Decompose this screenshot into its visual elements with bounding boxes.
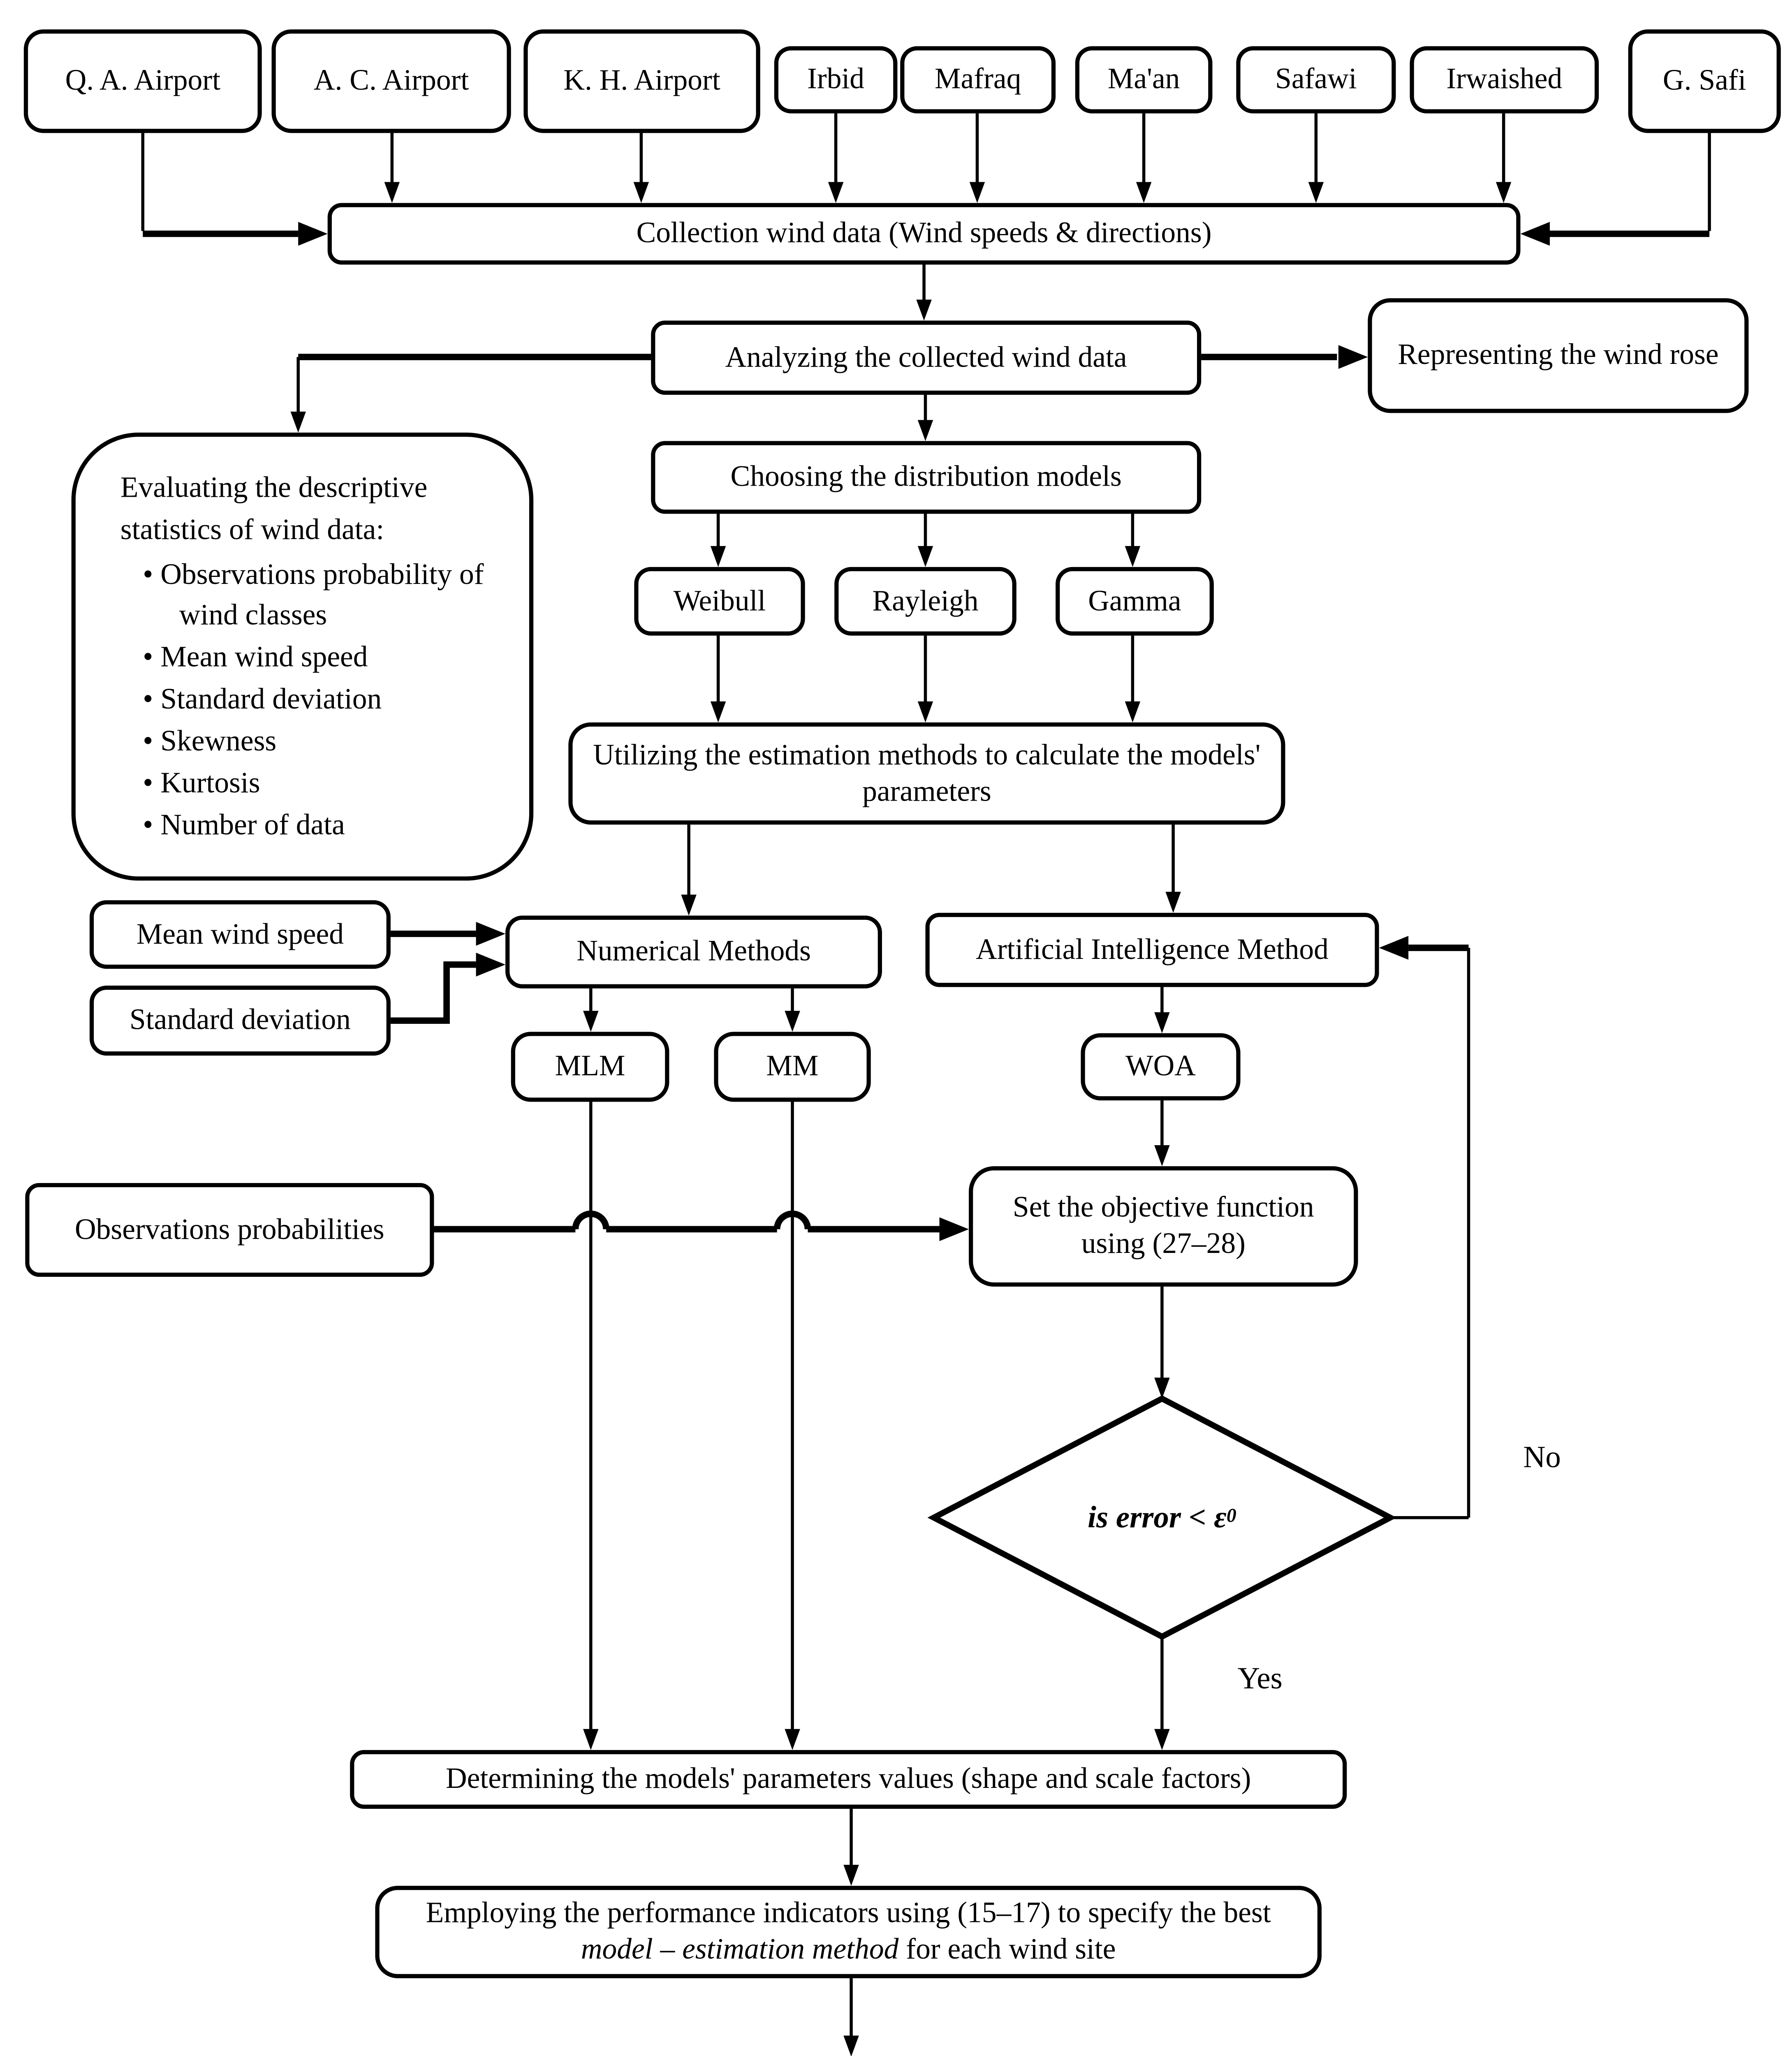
node-maan: Ma'an xyxy=(1075,46,1213,113)
descriptive-item: Kurtosis xyxy=(118,762,504,804)
node-wind-rose: Representing the wind rose xyxy=(1368,298,1749,413)
branch-yes-label: Yes xyxy=(1237,1660,1283,1696)
thick-connectors xyxy=(143,230,1710,1233)
arrow-heads xyxy=(290,182,1550,2056)
node-label: Artificial Intelligence Method xyxy=(976,932,1329,966)
node-mm: MM xyxy=(714,1032,871,1102)
descriptive-title: Evaluating the descriptive statistics of… xyxy=(120,470,428,546)
node-irwaished: Irwaished xyxy=(1410,46,1599,113)
thin-connectors xyxy=(141,113,1711,2037)
node-mean-wind-speed: Mean wind speed xyxy=(89,900,391,969)
node-label: WOA xyxy=(1125,1049,1196,1083)
descriptive-item: Standard deviation xyxy=(118,679,504,721)
node-analyzing: Analyzing the collected wind data xyxy=(651,320,1202,395)
node-rayleigh: Rayleigh xyxy=(834,567,1016,636)
node-label: Collection wind data (Wind speeds & dire… xyxy=(636,215,1212,250)
node-label: MLM xyxy=(555,1049,625,1083)
descriptive-item: Skewness xyxy=(118,721,504,763)
node-mlm: MLM xyxy=(511,1032,669,1102)
descriptive-item: Number of data xyxy=(118,804,504,846)
node-label: Utilizing the estimation methods to calc… xyxy=(593,737,1261,807)
node-label: Numerical Methods xyxy=(576,934,811,968)
node-label: Analyzing the collected wind data xyxy=(725,340,1127,373)
node-qa-airport: Q. A. Airport xyxy=(23,29,262,133)
node-label: Observations probabilities xyxy=(75,1212,384,1246)
node-label: Weibull xyxy=(673,583,766,617)
employing-prefix: Employing the performance indicators usi… xyxy=(426,1896,1271,1930)
node-mafraq: Mafraq xyxy=(900,46,1056,113)
decision-diamond xyxy=(927,1395,1397,1640)
node-label: Set the objective function using (27–28) xyxy=(1012,1190,1314,1260)
node-label: Irwaished xyxy=(1446,62,1563,96)
node-irbid: Irbid xyxy=(774,46,898,113)
node-choosing-models: Choosing the distribution models xyxy=(651,441,1202,514)
node-ac-airport: A. C. Airport xyxy=(271,29,511,133)
node-label: Mafraq xyxy=(934,62,1021,96)
node-label: Mean wind speed xyxy=(136,917,344,950)
node-employing-indicators: Employing the performance indicators usi… xyxy=(375,1886,1322,1978)
node-gsafi: G. Safi xyxy=(1628,29,1781,133)
employing-suffix: for each wind site xyxy=(898,1932,1116,1966)
node-standard-deviation: Standard deviation xyxy=(89,985,391,1056)
node-label: Standard deviation xyxy=(129,1003,351,1037)
node-set-objective: Set the objective function using (27–28) xyxy=(969,1166,1358,1287)
node-label: MM xyxy=(766,1049,819,1083)
node-collection-wind-data: Collection wind data (Wind speeds & dire… xyxy=(327,203,1521,265)
descriptive-list: Observations probability of wind classes… xyxy=(118,554,504,846)
decision-text: is error < ε xyxy=(1088,1499,1227,1535)
node-label: Q. A. Airport xyxy=(65,63,220,97)
node-label: Choosing the distribution models xyxy=(730,459,1122,493)
node-gamma: Gamma xyxy=(1056,567,1214,636)
node-kh-airport: K. H. Airport xyxy=(523,29,760,133)
node-utilizing-estimation: Utilizing the estimation methods to calc… xyxy=(568,722,1285,825)
node-label: G. Safi xyxy=(1662,63,1746,97)
branch-no-label: No xyxy=(1523,1439,1561,1475)
node-weibull: Weibull xyxy=(634,567,805,636)
node-observations-probabilities: Observations probabilities xyxy=(25,1183,434,1277)
node-label: Determining the models' parameters value… xyxy=(445,1761,1251,1795)
node-descriptive-statistics: Evaluating the descriptive statistics of… xyxy=(71,433,534,881)
descriptive-item: Mean wind speed xyxy=(118,637,504,679)
node-numerical-methods: Numerical Methods xyxy=(505,915,882,989)
node-label: Irbid xyxy=(807,62,865,96)
node-label: K. H. Airport xyxy=(563,63,720,97)
node-label: A. C. Airport xyxy=(313,63,469,97)
employing-italic: model – estimation method xyxy=(581,1932,899,1966)
node-ai-method: Artificial Intelligence Method xyxy=(925,912,1379,987)
node-label: Representing the wind rose xyxy=(1398,338,1719,371)
node-determining-parameters: Determining the models' parameters value… xyxy=(350,1750,1347,1809)
node-woa: WOA xyxy=(1081,1033,1241,1101)
node-label: Gamma xyxy=(1088,583,1181,617)
node-label: Safawi xyxy=(1275,62,1357,96)
node-label: Employing the performance indicators usi… xyxy=(388,1896,1309,1968)
node-label: Rayleigh xyxy=(872,583,979,617)
node-safawi: Safawi xyxy=(1236,46,1396,113)
node-label: Ma'an xyxy=(1107,62,1180,96)
descriptive-item: Observations probability of wind classes xyxy=(118,554,504,637)
